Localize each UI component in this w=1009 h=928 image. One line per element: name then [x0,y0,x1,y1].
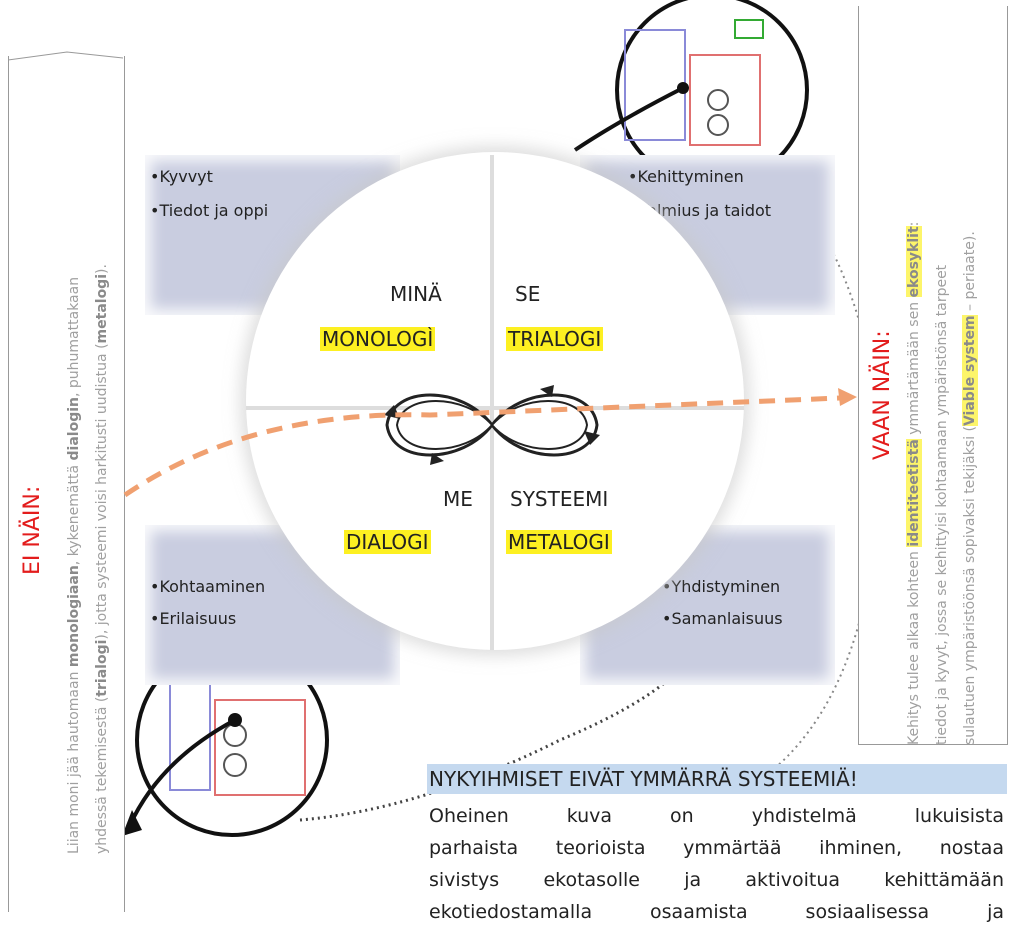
quadrant-item: •Tiedot ja oppi [150,201,269,220]
bottom-body: Oheinen kuva on yhdistelmä lukuisista pa… [429,800,1004,928]
infinity-cycle-icon [384,385,600,465]
center-label-se: SE [515,282,541,306]
center-label-me: ME [443,487,473,511]
center-logo-monologi: MONOLOGÌ [320,327,436,351]
bottom-body-line: Oheinen kuva on yhdistelmä lukuisista [429,805,1004,827]
center-logo-metalogi: METALOGI [506,530,612,554]
quadrant-item: •Kohtaaminen [150,577,266,596]
quadrant-item: •Yhdistyminen [662,577,781,596]
bottom-body-line: sivistys ekotasolle ja aktivoitua kehitt… [429,869,1004,891]
quadrant-item: •Kehittyminen [628,167,744,186]
bottom-body-line: parhaista teorioista ymmärtää ihminen, n… [429,837,1004,859]
quadrant-item: •Kyvvyt [150,167,213,186]
bottom-heading: NYKYIHMISET EIVÄT YMMÄRRÄ SYSTEEMIÄ! [427,764,1007,794]
quadrant-item: •Valmius ja taidot [628,201,772,220]
center-label-systeemi: SYSTEEMI [510,487,609,511]
quadrant-item: •Erilaisuus [150,609,237,628]
right-note-panel [858,6,1008,745]
center-logo-trialogi: TRIALOGI [506,327,604,351]
center-circle [246,152,744,650]
center-label-mina: MINÄ [390,282,442,306]
quadrant-item: •Samanlaisuus [662,609,783,628]
bottom-body-line: ekotiedostamalla osaamista sosiaalisessa… [429,901,1004,923]
dotted-curve-bottom [299,639,702,822]
left-note-panel [8,51,125,912]
center-logo-dialogi: DIALOGI [344,530,431,554]
